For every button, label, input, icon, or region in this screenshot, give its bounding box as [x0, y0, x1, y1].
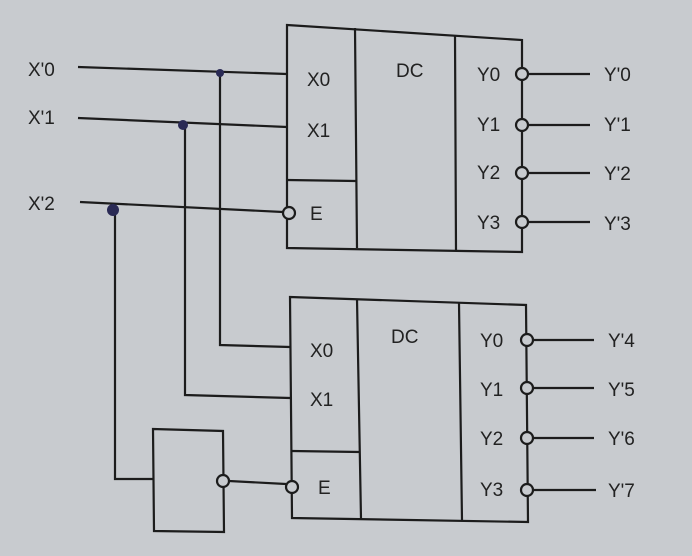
junction-dot	[178, 120, 188, 130]
pin-y3: Y3	[477, 213, 500, 234]
pin-x0: X0	[310, 341, 333, 362]
pin-enable: E	[310, 204, 323, 225]
output-label: Y'5	[608, 380, 635, 401]
output-label: Y'6	[608, 429, 635, 450]
input-label-x2: X'2	[28, 194, 55, 215]
pin-y3: Y3	[480, 480, 503, 501]
inverter-gate	[151, 427, 287, 534]
junction-dot	[216, 69, 224, 77]
pin-y1: Y1	[480, 380, 503, 401]
pin-enable: E	[318, 478, 331, 499]
inversion-bubble	[215, 473, 231, 489]
output-label: Y'4	[608, 331, 635, 352]
input-label-x0: X'0	[28, 60, 55, 81]
output-label: Y'0	[604, 65, 631, 86]
pin-y1: Y1	[477, 115, 500, 136]
output-label: Y'7	[608, 481, 635, 502]
wire-x0	[77, 65, 288, 76]
junction-dot	[107, 204, 119, 216]
output-label: Y'3	[604, 214, 631, 235]
decoder-title: DC	[391, 327, 418, 348]
output-label: Y'1	[604, 115, 631, 136]
pin-y2: Y2	[480, 429, 503, 450]
output-label: Y'2	[604, 164, 631, 185]
pin-y0: Y0	[477, 65, 500, 86]
wire-x0-branch	[218, 72, 291, 349]
wire-x2	[79, 200, 284, 214]
pin-x1: X1	[310, 390, 333, 411]
input-label-x1: X'1	[28, 108, 55, 129]
wire-x2-branch	[113, 208, 153, 481]
decoder-top: DC X0 X1 E Y0 Y1 Y2 Y3 Y'0 Y'1 Y'2 Y'3	[281, 23, 631, 254]
decoder-bottom: DC X0 X1 E Y0 Y1 Y2 Y3 Y'4 Y'5 Y'6 Y'7	[284, 295, 635, 524]
pin-x0: X0	[307, 70, 330, 91]
pin-y2: Y2	[477, 163, 500, 184]
pin-y0: Y0	[480, 331, 503, 352]
decoder-title: DC	[396, 61, 423, 82]
inversion-bubble	[284, 479, 300, 495]
wire-x1-branch	[183, 125, 291, 400]
inversion-bubble	[281, 205, 297, 221]
pin-x1: X1	[307, 121, 330, 142]
